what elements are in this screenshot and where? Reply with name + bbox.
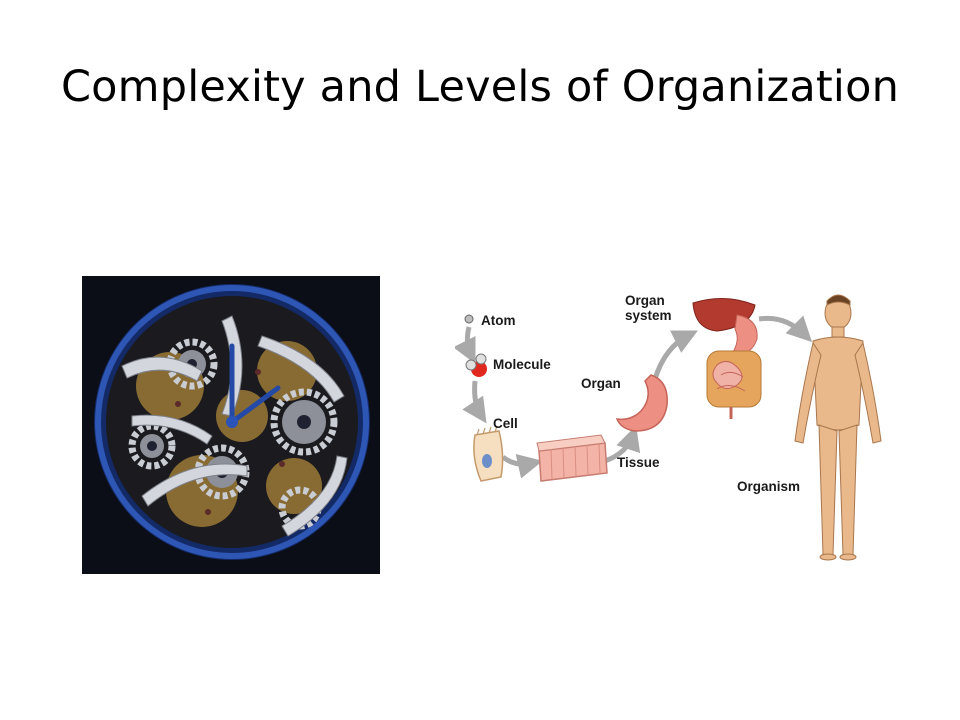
- atom-icon: [464, 314, 474, 324]
- label-organism: Organism: [737, 479, 801, 494]
- flow-arrows: [455, 315, 813, 479]
- levels-of-organization-diagram: Atom Molecule Cell Tissue Organ Organ sy…: [455, 285, 900, 575]
- label-organ: Organ: [581, 376, 621, 391]
- label-tissue: Tissue: [617, 455, 660, 470]
- tissue-icon: [536, 434, 608, 482]
- slide-title: Complexity and Levels of Organization: [60, 62, 900, 112]
- cell-icon: [473, 425, 504, 482]
- label-atom: Atom: [481, 313, 516, 328]
- digestive-system-icon: [692, 297, 762, 419]
- stomach-icon: [615, 374, 668, 432]
- label-molecule: Molecule: [493, 357, 551, 372]
- watch-movement-drawing: [82, 276, 380, 574]
- watch-movement-image: [82, 276, 380, 574]
- human-figure-icon: [794, 294, 882, 561]
- levels-diagram-drawing: [455, 294, 882, 561]
- molecule-icon: [465, 353, 487, 377]
- label-organ-system: Organ system: [625, 293, 672, 323]
- label-cell: Cell: [493, 416, 518, 431]
